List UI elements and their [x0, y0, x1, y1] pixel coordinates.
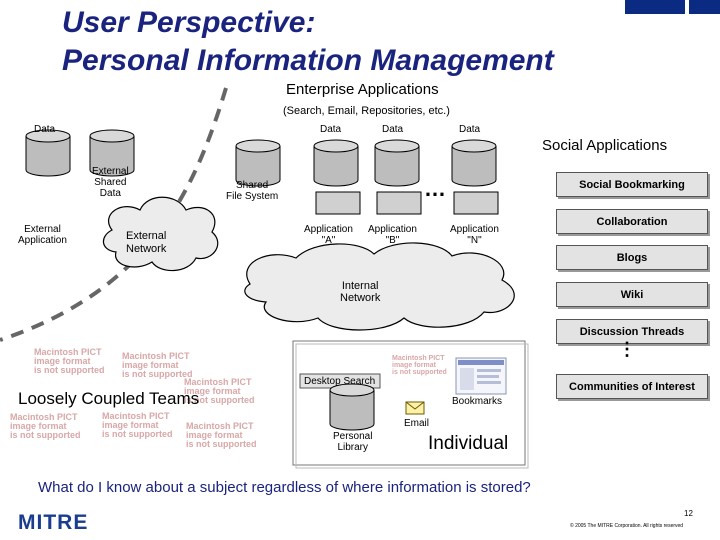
pict-placeholder-2: Macintosh PICT image format is not suppo…: [122, 351, 193, 379]
external-shared-data-label: External Shared Data: [92, 166, 129, 199]
social-item-bookmarking: Social Bookmarking: [556, 172, 708, 197]
application-b-label: Application "B": [368, 224, 417, 246]
personal-library-cylinder: [329, 383, 375, 431]
bookmarks-label: Bookmarks: [452, 396, 503, 407]
shared-file-system-label: Shared File System: [226, 180, 279, 202]
internal-network-cloud: [244, 242, 515, 331]
app-box-b: [376, 191, 422, 215]
social-item-communities: Communities of Interest: [556, 374, 708, 399]
individual-label: Individual: [428, 433, 509, 454]
top-accent-bar-right: [689, 0, 720, 14]
data-label-4: Data: [459, 124, 481, 135]
copyright: © 2005 The MITRE Corporation. All rights…: [570, 523, 684, 529]
application-n-label: Application "N": [450, 224, 499, 246]
page-title-line2: Personal Information Management: [62, 44, 554, 77]
data-label-1: Data: [34, 124, 56, 135]
data-label-2: Data: [320, 124, 342, 135]
app-box-a: [315, 191, 361, 215]
social-item-blogs: Blogs: [556, 245, 708, 270]
enterprise-heading: Enterprise Applications: [286, 81, 439, 98]
social-item-discussion: Discussion Threads: [556, 319, 708, 344]
personal-library-label: Personal Library: [333, 431, 373, 453]
app-box-n: [453, 191, 499, 215]
data-cylinder-3: [313, 139, 359, 187]
key-question: What do I know about a subject regardles…: [38, 479, 531, 496]
page-number: 12: [684, 509, 693, 518]
page-title-line1: User Perspective:: [62, 6, 316, 39]
email-label: Email: [404, 418, 430, 429]
internal-network-label: Internal Network: [340, 280, 381, 304]
social-ellipsis: ⋮: [618, 339, 636, 359]
pict-placeholder-individual: Macintosh PICT image format is not suppo…: [392, 355, 447, 376]
application-a-label: Application "A": [304, 224, 353, 246]
pict-placeholder-1: Macintosh PICT image format is not suppo…: [34, 347, 105, 375]
data-cylinder-5: [451, 139, 497, 187]
data-label-3: Data: [382, 124, 404, 135]
social-item-collaboration: Collaboration: [556, 209, 708, 234]
external-application-label: External Application: [18, 224, 67, 246]
external-network-label: External Network: [126, 230, 167, 255]
pict-placeholder-5: Macintosh PICT image format is not suppo…: [102, 411, 173, 439]
mitre-logo: MITRE: [18, 511, 89, 534]
pict-placeholder-3: Macintosh PICT image format is not suppo…: [184, 377, 255, 405]
enterprise-ellipsis: …: [424, 176, 446, 201]
top-accent-bar: [625, 0, 685, 14]
social-heading: Social Applications: [542, 137, 668, 154]
external-network-cloud: [102, 196, 219, 272]
pict-placeholder-4: Macintosh PICT image format is not suppo…: [10, 412, 81, 440]
desktop-search-label: Desktop Search: [304, 376, 376, 387]
loosely-coupled-teams-label: Loosely Coupled Teams: [18, 389, 200, 408]
data-cylinder-4: [374, 139, 420, 187]
enterprise-subheading: (Search, Email, Repositories, etc.): [283, 105, 450, 117]
data-cylinder-1: [25, 129, 71, 177]
pict-placeholder-6: Macintosh PICT image format is not suppo…: [186, 421, 257, 449]
social-item-wiki: Wiki: [556, 282, 708, 307]
